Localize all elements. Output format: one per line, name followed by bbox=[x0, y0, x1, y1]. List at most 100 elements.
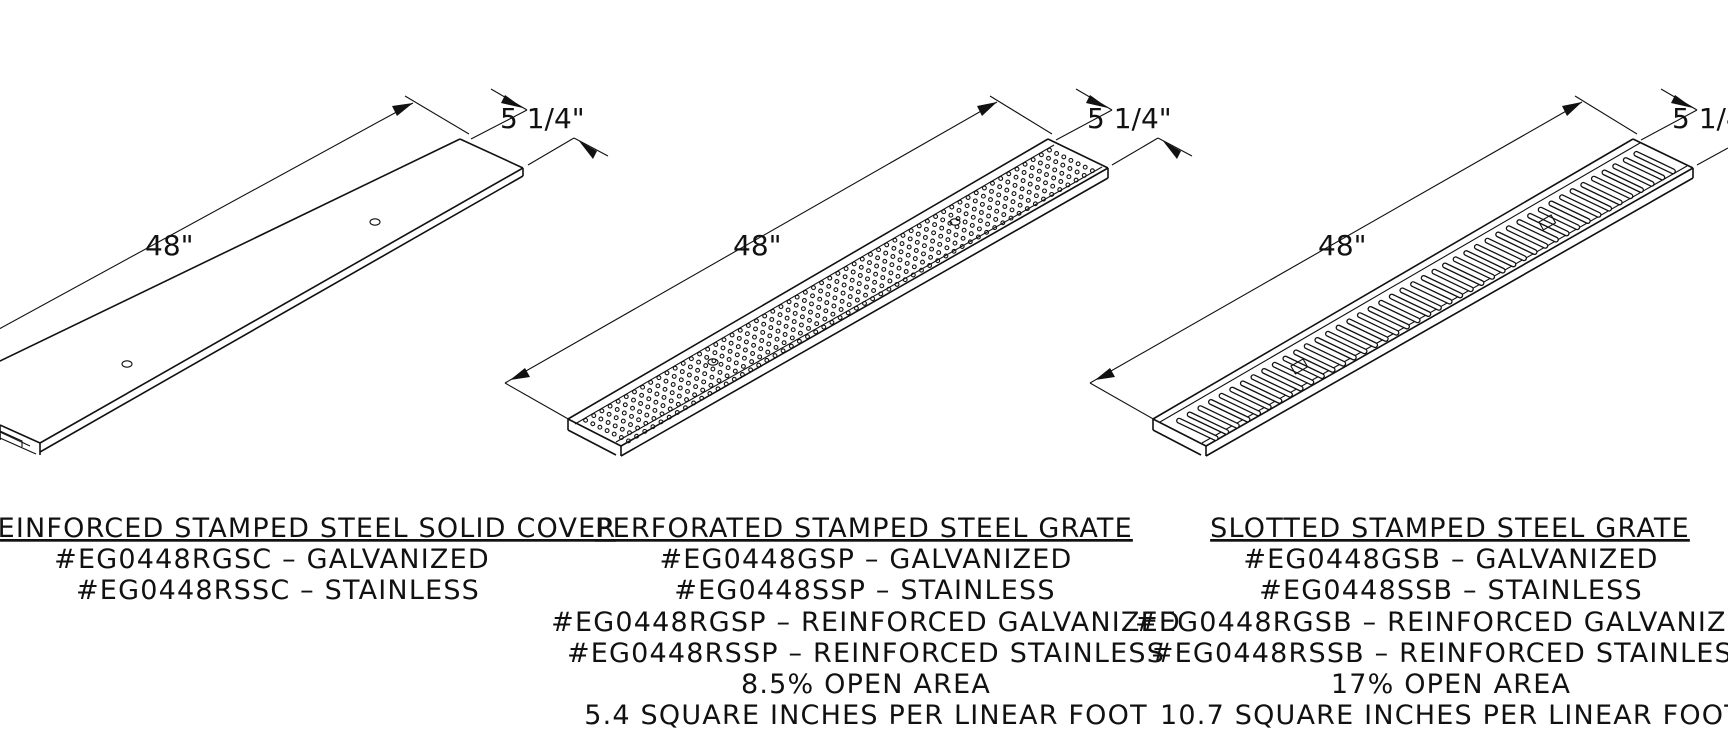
perforation-hole bbox=[874, 263, 880, 269]
perforation-hole bbox=[1019, 186, 1025, 192]
perforation-hole bbox=[629, 413, 634, 419]
perforation-hole bbox=[688, 356, 694, 362]
perforation-hole bbox=[1037, 160, 1043, 166]
perforation-hole bbox=[981, 185, 987, 191]
slot-opening bbox=[1602, 170, 1643, 192]
perforation-hole bbox=[891, 245, 897, 251]
perforation-hole bbox=[946, 229, 952, 234]
perforation-hole bbox=[960, 235, 966, 241]
perforation-hole bbox=[725, 365, 731, 371]
slot-opening bbox=[1336, 325, 1377, 347]
perforation-hole bbox=[789, 335, 795, 341]
perforation-hole bbox=[636, 417, 642, 423]
perforation-hole bbox=[903, 269, 909, 274]
perforation-hole bbox=[935, 258, 941, 264]
perforation-hole bbox=[749, 359, 755, 365]
slot-opening bbox=[1326, 332, 1367, 353]
perforation-hole bbox=[871, 288, 877, 293]
perforation-hole bbox=[605, 420, 611, 425]
perforation-hole bbox=[751, 342, 757, 348]
perforation-hole bbox=[604, 428, 610, 434]
slot-opening bbox=[1560, 195, 1601, 217]
perforation-hole bbox=[809, 301, 814, 307]
perforation-hole bbox=[1016, 210, 1022, 216]
perforation-hole bbox=[793, 302, 799, 308]
perforation-hole bbox=[612, 423, 618, 429]
slot-opening bbox=[1421, 276, 1462, 298]
perforation-hole bbox=[914, 239, 920, 245]
slot-opening bbox=[1304, 344, 1345, 366]
mounting-hole bbox=[707, 358, 719, 366]
perforation-hole bbox=[1065, 182, 1071, 188]
perforation-hole bbox=[782, 332, 788, 337]
perforation-hole bbox=[995, 200, 1001, 206]
slot-opening bbox=[1432, 270, 1473, 291]
perforation-hole bbox=[970, 214, 976, 220]
perforation-hole bbox=[646, 396, 652, 402]
perforation-hole bbox=[998, 176, 1004, 181]
perforation-hole bbox=[639, 392, 645, 398]
perforation-hole bbox=[854, 297, 860, 303]
perforation-hole bbox=[902, 277, 908, 283]
perforation-hole bbox=[1017, 202, 1023, 208]
perforated-grate-part-line: #EG0448RSSP – REINFORCED STAINLESS bbox=[567, 638, 1165, 669]
perforation-hole bbox=[762, 313, 768, 319]
perforation-hole bbox=[823, 308, 829, 314]
perforation-hole bbox=[846, 302, 852, 308]
perforation-hole bbox=[990, 180, 995, 186]
perforation-hole bbox=[993, 216, 999, 222]
perforation-hole bbox=[881, 266, 887, 272]
perforation-hole bbox=[879, 283, 885, 289]
perforation-hole bbox=[620, 418, 626, 424]
perforation-hole bbox=[899, 241, 905, 247]
solid-cover-part-line: #EG0448RSSC – STAINLESS bbox=[76, 575, 480, 606]
perforation-hole bbox=[980, 193, 986, 199]
perforation-hole bbox=[858, 264, 864, 270]
perforated-grate-title: PERFORATED STAMPED STEEL GRATE bbox=[595, 513, 1133, 544]
perforation-hole bbox=[1053, 159, 1059, 165]
perforated-grate-width-label: 5 1/4" bbox=[1087, 102, 1172, 135]
perforation-hole bbox=[611, 431, 617, 437]
perforation-hole bbox=[859, 256, 865, 262]
slotted-grate-width-label: 5 1/4" bbox=[1672, 102, 1728, 135]
slotted-grate-part-line: #EG0448RSSB – REINFORCED STAINLESS bbox=[1151, 638, 1728, 669]
perforation-hole bbox=[805, 334, 810, 340]
perforation-hole bbox=[735, 344, 741, 350]
perforation-hole bbox=[1074, 169, 1080, 175]
slot-opening bbox=[1549, 201, 1590, 223]
perforation-hole bbox=[896, 265, 902, 271]
perforation-hole bbox=[799, 314, 805, 320]
perforation-hole bbox=[783, 323, 789, 329]
perforation-hole bbox=[1050, 183, 1056, 189]
perforation-hole bbox=[765, 349, 771, 355]
perforation-hole bbox=[898, 249, 904, 255]
perforation-hole bbox=[719, 353, 725, 359]
slot-opening bbox=[1368, 307, 1409, 329]
perforation-hole bbox=[591, 413, 597, 419]
perforation-hole bbox=[1089, 168, 1095, 174]
perforation-hole bbox=[883, 250, 889, 256]
perforation-hole bbox=[876, 247, 882, 253]
slot-opening bbox=[1251, 375, 1292, 397]
perforation-hole bbox=[637, 409, 643, 415]
perforation-hole bbox=[972, 198, 978, 204]
perforation-hole bbox=[695, 367, 701, 373]
perforation-hole bbox=[648, 379, 654, 385]
perforation-hole bbox=[753, 326, 758, 332]
perforation-hole bbox=[704, 354, 710, 360]
perforation-hole bbox=[705, 346, 711, 352]
perforation-hole bbox=[1051, 175, 1057, 181]
perforation-hole bbox=[988, 197, 993, 203]
perforation-hole bbox=[961, 227, 967, 233]
perforation-hole bbox=[1046, 155, 1051, 161]
slot-opening bbox=[1496, 232, 1537, 254]
perforation-hole bbox=[831, 303, 837, 309]
perforation-hole bbox=[707, 391, 713, 396]
perforation-hole bbox=[647, 388, 653, 394]
perforation-hole bbox=[913, 248, 919, 253]
perforation-hole bbox=[622, 402, 628, 408]
perforation-hole bbox=[778, 304, 784, 310]
perforation-hole bbox=[897, 257, 903, 263]
perforation-hole bbox=[835, 270, 841, 276]
